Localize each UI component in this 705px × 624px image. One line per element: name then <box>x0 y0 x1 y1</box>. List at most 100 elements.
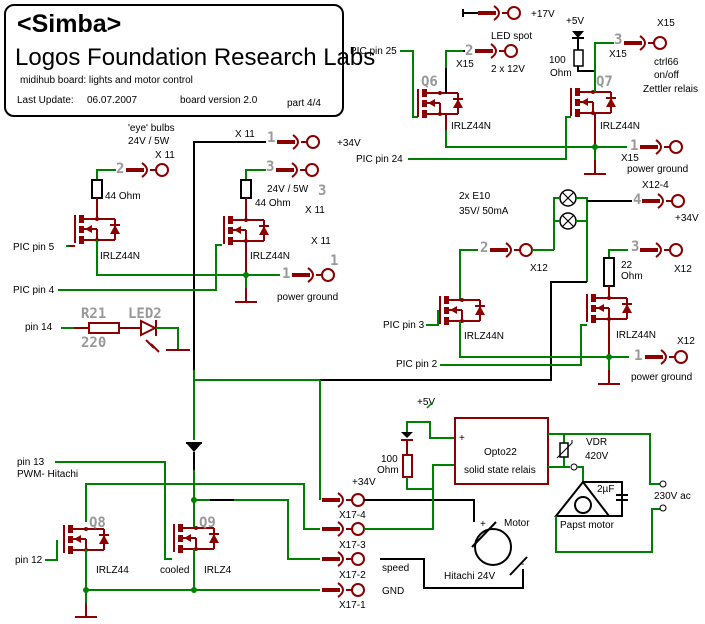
q9-label: Q9 <box>199 515 216 531</box>
x15-pin2-label: X15 <box>456 59 474 70</box>
pic-pin2-label: PIC pin 2 <box>396 359 438 370</box>
cap-label: 2µF <box>597 484 614 495</box>
eye-rating: 24V / 5W <box>128 136 170 147</box>
vdr-label: VDR <box>586 437 607 448</box>
big-3: 3 <box>318 183 326 199</box>
last-update-label: Last Update: <box>17 95 74 106</box>
pin12-label: pin 12 <box>15 555 43 566</box>
x11-pin2-number: 2 <box>116 161 124 177</box>
opto22-label: Opto22 <box>484 447 517 458</box>
x11-pin1-number: 1 <box>282 266 290 282</box>
pin14-label: pin 14 <box>25 322 53 333</box>
r44b-label: 44 Ohm <box>255 198 291 209</box>
motor-plus: + <box>480 519 486 530</box>
opto-r100-unit: Ohm <box>377 465 399 476</box>
q9-type: IRLZ4 <box>204 565 232 576</box>
x12-b-label: X12 <box>674 264 692 275</box>
hitachi-label: Hitachi 24V <box>444 571 495 582</box>
last-update-date: 06.07.2007 <box>87 95 137 106</box>
x12-pin1-number: 1 <box>634 348 642 364</box>
r21-label: R21 <box>81 306 106 322</box>
x17-2-label: X17-2 <box>339 570 366 581</box>
motor-label: Motor <box>504 518 530 529</box>
x11-a-label: X 11 <box>155 150 175 161</box>
vdr-rating: 420V <box>585 451 609 462</box>
x11-power-ground: power ground <box>277 292 338 303</box>
irlz-b-type: IRLZ44N <box>250 251 290 262</box>
pic-pin4-label: PIC pin 4 <box>13 285 55 296</box>
r22-unit: Ohm <box>621 271 643 282</box>
pwm-label: PWM- Hitachi <box>17 469 78 480</box>
x15-pin3-number: 3 <box>614 32 622 48</box>
x15-pin1-label: X15 <box>621 153 639 164</box>
onoff-label: on/off <box>654 70 679 81</box>
big-1: 1 <box>330 253 338 269</box>
led-section: pin 14 R21 220 LED2 <box>25 306 190 353</box>
subtitle-text: Logos Foundation Research Labs <box>15 44 375 71</box>
opto22-relay <box>454 417 549 485</box>
x12-v34-label: +34V <box>675 213 699 224</box>
q8-type: IRLZ44 <box>96 565 129 576</box>
x15-pin2-number: 2 <box>465 43 473 59</box>
ctrl66-label: ctrl66 <box>654 57 679 68</box>
power-ground-label: power ground <box>627 164 688 175</box>
irlz-b-type-x12: IRLZ44N <box>616 330 656 341</box>
q7-type: IRLZ44N <box>600 121 640 132</box>
x11-b-label: X 11 <box>305 205 325 216</box>
description-text: midihub board: lights and motor control <box>20 75 193 86</box>
cooled-label: cooled <box>160 565 189 576</box>
e10-label: 2x E10 <box>459 191 491 202</box>
rating-b: 24V / 5W <box>267 184 309 195</box>
pin13-label: pin 13 <box>17 457 45 468</box>
e10-rating: 35V/ 50mA <box>459 206 509 217</box>
motor-section: pin 13 PWM- Hitachi pin 12 Q8 IRLZ44 Q9 … <box>15 370 691 618</box>
zettler-label: Zettler relais <box>643 84 698 95</box>
x11-section: 'eye' bulbs 24V / 5W X 11 2 44 Ohm PIC p… <box>13 123 361 370</box>
x12-a-label: X12 <box>530 263 548 274</box>
q6-label: Q6 <box>421 74 438 90</box>
v34-label: +34V <box>337 138 361 149</box>
speed-label: speed <box>382 563 409 574</box>
r100-value: 100 <box>549 55 566 66</box>
pic-pin24-label: PIC pin 24 <box>356 154 403 165</box>
ac-label: 230V ac <box>654 491 691 502</box>
gnd-label: GND <box>382 586 404 597</box>
r44a-label: 44 Ohm <box>105 191 141 202</box>
q8-label: Q8 <box>89 515 106 531</box>
irlz-a-type-x12: IRLZ44N <box>464 331 504 342</box>
eye-bulbs-label: 'eye' bulbs <box>128 123 175 134</box>
x12-pin3-number: 3 <box>631 239 639 255</box>
opto-plus: + <box>459 433 465 444</box>
q7-label: Q7 <box>596 74 613 90</box>
x15-pin3-label: X15 <box>609 49 627 60</box>
q6-type: IRLZ44N <box>451 121 491 132</box>
x11-pin1-top: 1 <box>267 130 275 146</box>
x12-c-label: X12 <box>677 336 695 347</box>
pic-pin5-label: PIC pin 5 <box>13 242 55 253</box>
x15-pin1-number: 1 <box>630 138 638 154</box>
led2-label: LED2 <box>128 306 162 322</box>
x17-1-label: X17-1 <box>339 600 366 611</box>
title-text: <Simba> <box>17 10 121 38</box>
motor-minus: - <box>521 559 524 570</box>
pic-pin3-label: PIC pin 3 <box>383 320 425 331</box>
x11-top-label: X 11 <box>235 129 255 140</box>
r22-value: 22 <box>621 260 633 271</box>
papst-label: Papst motor <box>560 520 615 531</box>
ssr-label: solid state relais <box>464 465 536 476</box>
r100-unit: Ohm <box>550 68 572 79</box>
pic-pin25-label: PIC pin 25 <box>350 46 397 57</box>
opto-r100-value: 100 <box>381 454 398 465</box>
x11-c-label: X 11 <box>311 236 331 247</box>
x12-4-label: X12-4 <box>642 180 669 191</box>
irlz-a-type: IRLZ44N <box>100 251 140 262</box>
led-spot-label: LED spot <box>491 31 532 42</box>
title-block <box>4 4 344 117</box>
board-version: board version 2.0 <box>180 95 258 106</box>
part-number: part 4/4 <box>287 98 321 109</box>
x17-3-label: X17-3 <box>339 540 366 551</box>
x12-power-ground: power ground <box>631 372 692 383</box>
v5-label: +5V <box>566 16 584 27</box>
x17-v34-label: +34V <box>352 477 376 488</box>
